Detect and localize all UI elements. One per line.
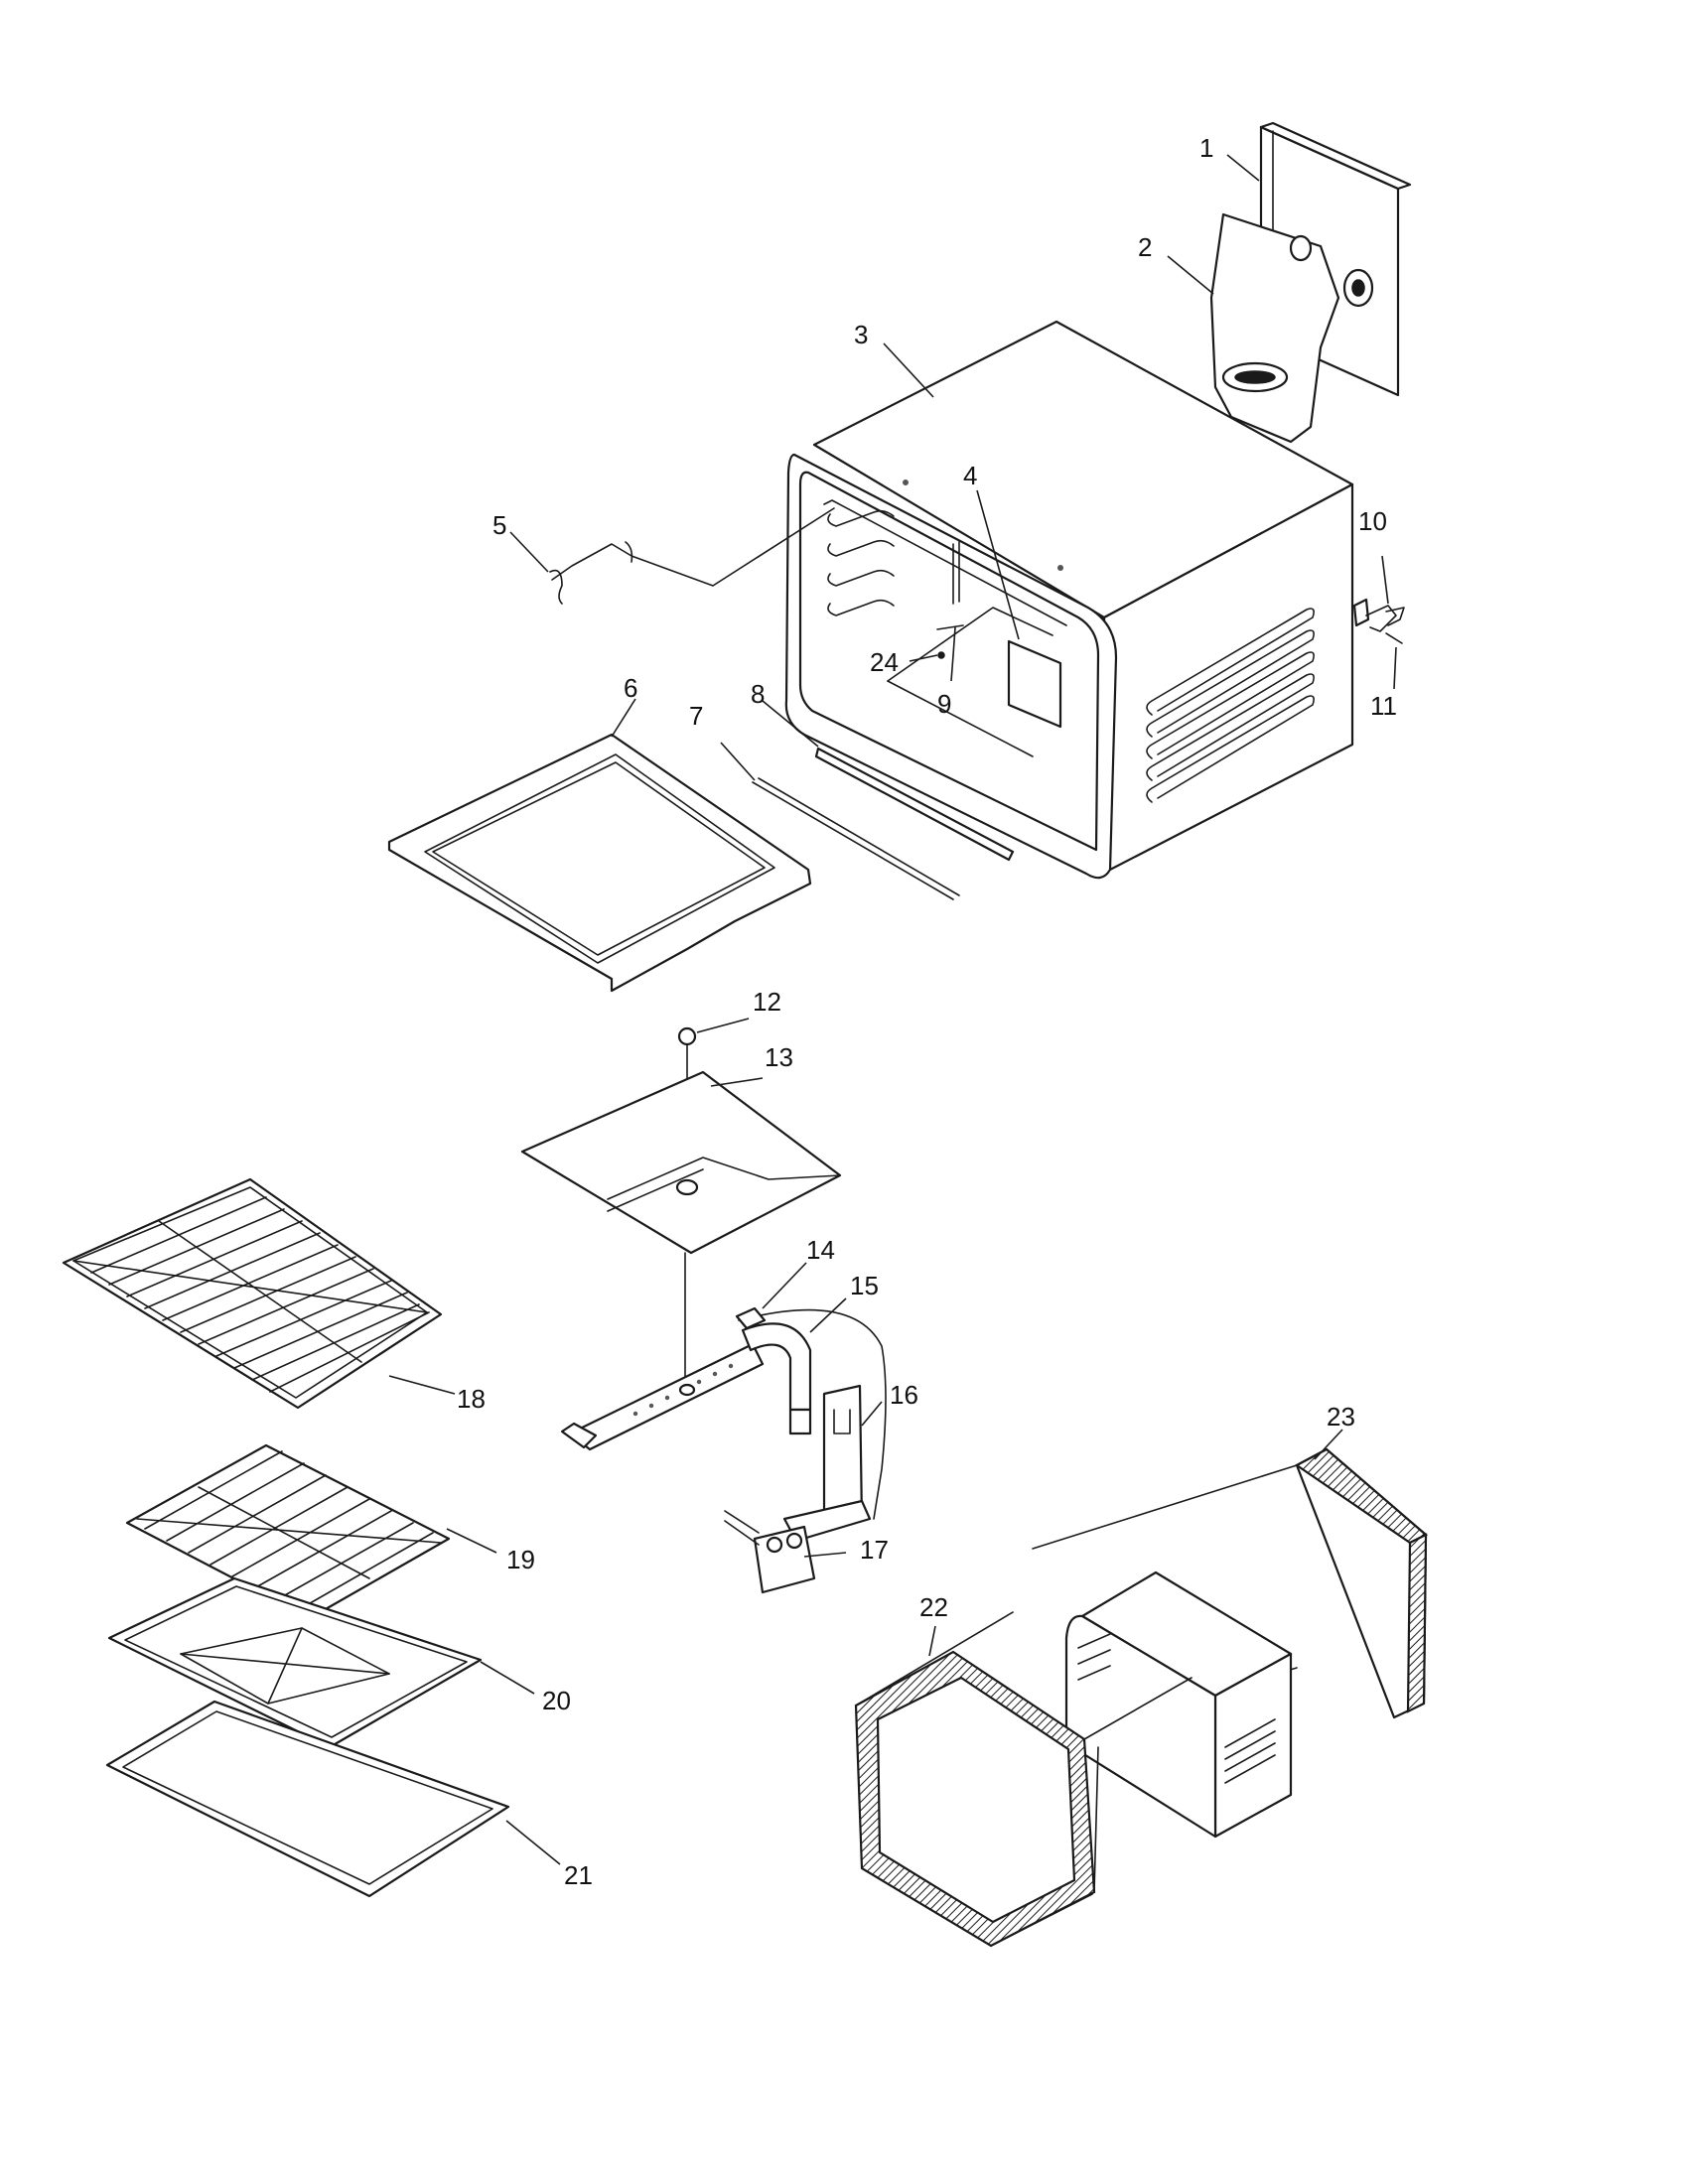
callout-19: 19 <box>506 1545 535 1574</box>
callout-15: 15 <box>850 1271 879 1300</box>
vent-trim <box>1209 212 1374 444</box>
callout-3: 3 <box>854 320 868 349</box>
gasket-strip <box>752 777 960 900</box>
callout-20: 20 <box>542 1686 571 1715</box>
broiler-pan <box>107 1576 483 1749</box>
callout-2: 2 <box>1138 232 1152 262</box>
callout-14: 14 <box>806 1235 835 1265</box>
callout-9: 9 <box>937 689 951 719</box>
leader-lines <box>388 154 1397 1865</box>
oven-rack <box>62 1177 443 1410</box>
hinge-hardware <box>1352 598 1405 644</box>
callout-6: 6 <box>624 673 637 703</box>
broiler-grid <box>125 1443 451 1620</box>
callout-8: 8 <box>751 679 765 709</box>
callout-24: 24 <box>870 647 899 677</box>
callout-13: 13 <box>765 1042 793 1072</box>
insulation-assembly <box>854 1447 1428 1948</box>
callout-17: 17 <box>860 1535 889 1565</box>
callout-11: 11 <box>1370 691 1397 721</box>
wire-clip <box>549 507 835 605</box>
callout-labels: 1 2 3 4 5 6 7 8 9 10 11 12 13 14 15 16 1… <box>457 133 1397 1890</box>
light-panel <box>1007 639 1062 729</box>
callout-5: 5 <box>492 510 506 540</box>
burner-baffle <box>520 1026 842 1391</box>
oven-cavity <box>784 320 1354 880</box>
callout-16: 16 <box>890 1380 918 1410</box>
callout-7: 7 <box>689 701 703 731</box>
callout-23: 23 <box>1327 1402 1355 1432</box>
drip-tray <box>105 1700 510 1898</box>
callout-12: 12 <box>753 987 781 1017</box>
callout-10: 10 <box>1358 506 1387 536</box>
callout-21: 21 <box>564 1860 593 1890</box>
callout-18: 18 <box>457 1384 486 1414</box>
callout-4: 4 <box>963 461 977 490</box>
bottom-trim <box>814 747 1015 862</box>
screw <box>936 624 964 659</box>
callout-1: 1 <box>1199 133 1213 163</box>
door-glass-frame <box>387 733 812 993</box>
burner-assembly <box>560 1306 887 1594</box>
callout-22: 22 <box>919 1592 948 1622</box>
